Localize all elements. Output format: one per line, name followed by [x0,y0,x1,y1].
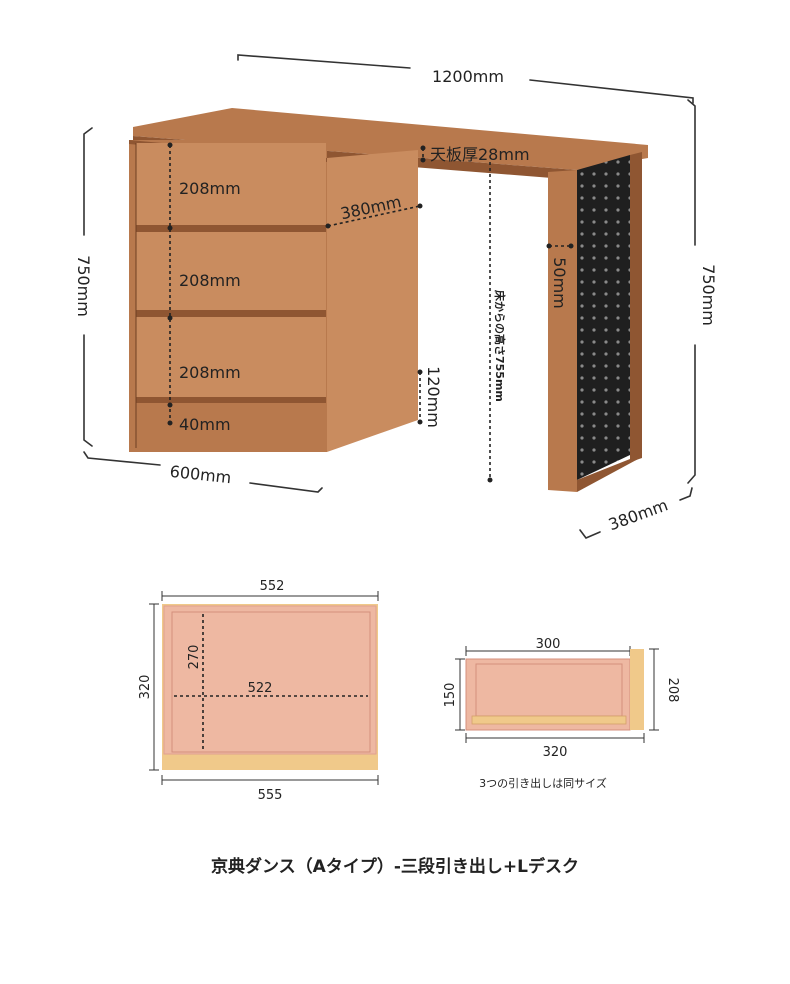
top-view-outer-depth: 320 [138,675,153,700]
drawer-top-view: 552 270 522 320 555 [138,579,379,803]
dimension-drawers: 208mm 208mm 208mm 40mm [167,142,241,434]
front-view-panel [630,649,644,730]
dimension-top-thickness: 天板厚28mm [420,145,530,164]
top-view-base [162,758,378,770]
height-right-label: 750mm [699,264,718,326]
drawer-front-view: 300 150 208 320 3つの引き出しは同サイズ [443,637,680,790]
gap-label: 120mm [424,366,443,428]
height-left-label: 750mm [74,255,93,317]
width-label: 1200mm [432,67,504,86]
top-view-outer-width: 552 [260,579,285,594]
same-size-note: 3つの引き出しは同サイズ [479,776,607,790]
desk-illustration [129,108,648,492]
floor-height-label: 床からの高さ755mm [493,290,507,402]
chest-base [136,403,326,448]
drawer-3-height-label: 208mm [179,363,241,382]
chest-width-label: 600mm [169,462,232,487]
dimension-height-left: 750mm [74,127,93,447]
base-height-label: 40mm [179,415,231,434]
drawer-1 [136,143,326,225]
top-view-inner-width: 522 [248,681,273,696]
top-thickness-label: 天板厚28mm [430,145,530,164]
top-view-inner-depth: 270 [187,645,202,670]
right-leg [548,170,577,492]
leg-label: 50mm [550,257,569,309]
dimension-depth: 380mm [579,487,693,539]
drawer-2 [136,232,326,310]
product-caption: 京典ダンス（Aタイプ）-三段引き出し+Lデスク [211,857,579,877]
drawer-3 [136,317,326,397]
depth-label: 380mm [606,495,670,534]
pegboard-panel [577,155,630,480]
dimension-floor-height: 床からの高さ755mm [487,162,507,483]
dimension-leg: 50mm [546,243,574,309]
dimension-height-right: 750mm [687,99,718,484]
dimension-chest-width: 600mm [83,451,323,493]
chest-side [327,150,418,452]
desk-top [133,108,648,170]
top-view-bottom-width: 555 [258,788,283,803]
drawer-2-height-label: 208mm [179,271,241,290]
front-view-top-width: 300 [536,637,561,652]
dimension-width: 1200mm [237,54,694,104]
dimension-gap: 120mm [417,366,443,428]
drawer-1-height-label: 208mm [179,179,241,198]
front-view-outer-height: 208 [665,678,680,703]
front-view-inner-height: 150 [443,683,458,708]
front-view-bottom-width: 320 [543,745,568,760]
